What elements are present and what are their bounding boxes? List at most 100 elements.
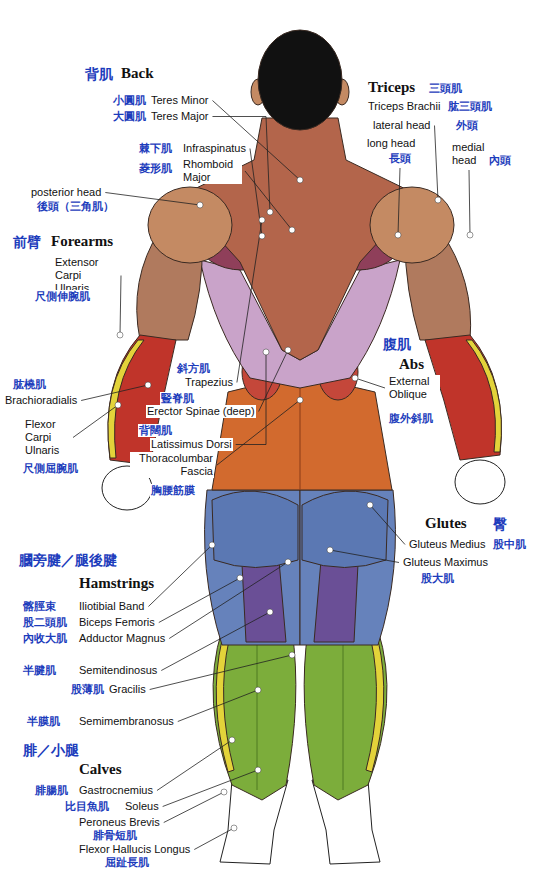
group-heading: Abs <box>398 356 425 373</box>
group-heading: 臀 <box>492 516 508 533</box>
leader-line <box>150 655 292 690</box>
muscle-label: Trapezius <box>184 376 234 389</box>
leader-line <box>398 168 400 235</box>
muscle-label: Latissimus Dorsi <box>150 438 233 451</box>
leader-line <box>157 740 232 791</box>
leader-line <box>73 405 118 438</box>
leader-line <box>435 126 439 201</box>
muscle-label: Soleus <box>124 800 160 813</box>
muscle-label: 腓骨短肌 <box>92 829 138 842</box>
muscle-label: long head <box>366 137 416 150</box>
muscle-label: 肱橈肌 <box>12 378 47 391</box>
muscle-dot <box>289 227 295 233</box>
muscle-label: 半膜肌 <box>26 715 61 728</box>
muscle-dot <box>352 375 358 381</box>
muscle-label: 背闊肌 <box>138 424 173 437</box>
leader-line <box>161 612 270 671</box>
muscle-label: Teres Minor <box>150 94 209 107</box>
muscle-label: Peroneus Brevis <box>78 816 161 829</box>
muscle-label: 斜方肌 <box>176 362 211 375</box>
muscle-dot <box>221 789 227 795</box>
muscle-dot <box>263 349 269 355</box>
group-heading: 腓／小腿 <box>22 742 80 759</box>
leader-line <box>169 562 288 639</box>
muscle-label: 股二頭肌 <box>22 616 68 629</box>
muscle-label: Iliotibial Band <box>78 600 145 613</box>
leader-line <box>159 578 240 623</box>
muscle-dot <box>285 559 291 565</box>
leader-line <box>148 545 212 607</box>
muscle-label: Semimembranosus <box>78 715 175 728</box>
muscle-label: 腓腸肌 <box>34 784 69 797</box>
muscle-dot <box>367 502 373 508</box>
group-heading: Glutes <box>424 515 468 532</box>
muscle-dot <box>197 202 203 208</box>
leader-line <box>237 220 262 383</box>
muscle-label: 比目魚肌 <box>64 800 110 813</box>
muscle-label: Thoracolumbar Fascia <box>130 452 214 478</box>
muscle-label: 菱形肌 <box>138 162 173 175</box>
leader-line <box>120 276 121 336</box>
muscle-dot <box>255 767 261 773</box>
muscle-label: Adductor Magnus <box>78 632 166 645</box>
muscle-dot <box>467 232 473 238</box>
group-heading: Triceps <box>367 79 416 96</box>
muscle-label: 尺側屈腕肌 <box>22 462 79 475</box>
muscle-label: Gluteus Medius <box>408 538 486 551</box>
muscle-dot <box>259 233 265 239</box>
muscle-dot <box>297 177 303 183</box>
muscle-label: 股中肌 <box>492 538 527 551</box>
muscle-label: Brachioradialis <box>4 394 78 407</box>
muscle-label: 內頭 <box>488 154 512 167</box>
muscle-label: 胸腰筋膜 <box>150 484 196 497</box>
muscle-dot <box>267 209 273 215</box>
leader-line <box>164 792 224 823</box>
muscle-dot <box>289 652 295 658</box>
muscle-label: 外頭 <box>455 119 479 132</box>
muscle-label: 三頭肌 <box>428 82 463 95</box>
muscle-label: Teres Major <box>150 110 209 123</box>
muscle-dot <box>267 609 273 615</box>
muscle-dot <box>117 332 123 338</box>
muscle-label: Infraspinatus <box>182 142 247 155</box>
leader-line <box>245 171 292 230</box>
muscle-label: 腹外斜肌 <box>388 412 434 425</box>
group-heading: Back <box>120 65 155 82</box>
muscle-label: 內收大肌 <box>22 632 68 645</box>
muscle-dot <box>297 397 303 403</box>
muscle-label: 半腱肌 <box>22 664 57 677</box>
muscle-label: 長頭 <box>388 152 412 165</box>
muscle-label: Gastrocnemius <box>78 784 154 797</box>
group-heading: 腹肌 <box>382 336 412 353</box>
leader-line <box>178 690 258 722</box>
muscle-label: Triceps Brachii <box>367 100 441 113</box>
muscle-label: Biceps Femoris <box>78 616 156 629</box>
muscle-dot <box>237 575 243 581</box>
muscle-label: lateral head <box>372 119 432 132</box>
muscle-label: Rhomboid Major <box>182 158 242 184</box>
muscle-label: 股大肌 <box>420 572 455 585</box>
muscle-dot <box>285 347 291 353</box>
leader-line <box>81 385 148 401</box>
muscle-label: posterior head <box>30 186 102 199</box>
muscle-dot <box>255 687 261 693</box>
leader-line <box>105 193 200 206</box>
group-heading: Forearms <box>50 233 114 250</box>
muscle-dot <box>229 737 235 743</box>
muscle-label: medial head <box>451 141 487 167</box>
muscle-label: 髂脛束 <box>22 600 57 613</box>
muscle-label: Flexor Carpi Ulnaris <box>24 418 70 457</box>
leader-line <box>194 828 234 850</box>
muscle-dot <box>231 825 237 831</box>
muscle-dot <box>115 402 121 408</box>
group-heading: 前臂 <box>12 234 42 251</box>
muscle-dot <box>327 547 333 553</box>
group-heading: 膕旁腱／腿後腱 <box>18 552 118 569</box>
muscle-dot <box>435 197 441 203</box>
muscle-label: 豎脊肌 <box>160 392 195 405</box>
muscle-label: Semitendinosus <box>78 664 158 677</box>
leader-line <box>355 378 385 388</box>
muscle-label: 棘下肌 <box>138 142 173 155</box>
muscle-label: Erector Spinae (deep) <box>146 405 256 418</box>
group-heading: 背肌 <box>84 66 114 83</box>
